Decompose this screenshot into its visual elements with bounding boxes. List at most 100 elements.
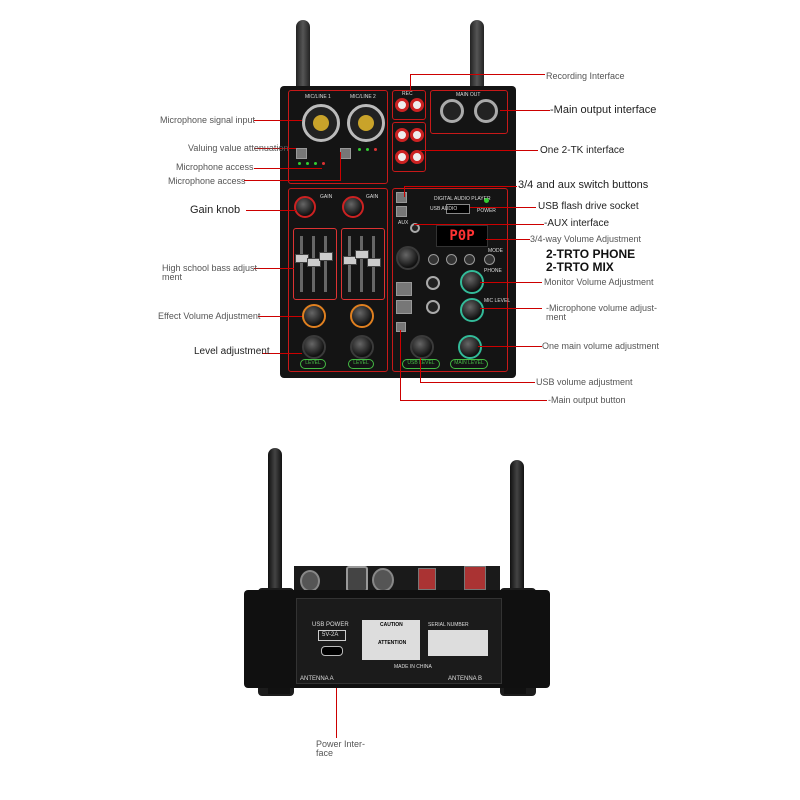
top-jack-1 — [300, 570, 320, 592]
phone-jack-2[interactable] — [426, 300, 440, 314]
tk-rca-3[interactable] — [395, 150, 409, 164]
label-recording-interface: Recording Interface — [546, 71, 625, 81]
line-usb-volume — [420, 358, 535, 383]
line-mic-signal — [254, 120, 302, 121]
level-knob-2[interactable] — [350, 335, 374, 359]
led-2 — [306, 162, 309, 165]
gain-label-1: GAIN — [320, 194, 333, 200]
label-main-output-button: -Main output button — [548, 395, 626, 405]
caution-label-box — [362, 620, 420, 660]
antenna-a-label: ANTENNA A — [300, 676, 334, 682]
rec-panel — [392, 90, 426, 120]
line-usb-flash — [470, 207, 536, 208]
mic-line-1-label: MIC/LINE 1 — [305, 94, 331, 100]
label-main-output-interface: -Main output interface — [550, 104, 657, 116]
prev-button[interactable] — [428, 254, 439, 265]
switch-34-button[interactable] — [396, 192, 407, 203]
volume-34-knob[interactable] — [396, 246, 420, 270]
label-bass-1: High school bass adjust- — [162, 263, 261, 273]
main-out-jack-right[interactable] — [474, 99, 498, 123]
rec-label: REC — [402, 91, 413, 97]
serial-label: SERIAL NUMBER — [428, 622, 469, 628]
usb-power-label: USB POWER — [312, 622, 349, 628]
level-badge-2: LEVEL — [348, 359, 374, 369]
voltage-label: 5V-2A — [322, 632, 339, 638]
play-button[interactable] — [446, 254, 457, 265]
power-led — [484, 198, 489, 203]
led-display: P0P — [436, 225, 488, 247]
mic-on-button[interactable] — [340, 148, 351, 159]
fader-cap-2c[interactable] — [367, 258, 381, 267]
label-mic-signal-input: Microphone signal input — [160, 115, 256, 125]
top-jack-2 — [346, 566, 368, 592]
usb-level-knob[interactable] — [410, 335, 434, 359]
mic-line-2-label: MIC/LINE 2 — [350, 94, 376, 100]
pad-button[interactable] — [296, 148, 307, 159]
mic-level-label: MIC LEVEL — [484, 298, 511, 304]
label-aux-interface: -AUX interface — [544, 218, 610, 229]
tk-rca-4[interactable] — [410, 150, 424, 164]
label-mic-access-1: Microphone access — [176, 162, 254, 172]
level-knob-1[interactable] — [302, 335, 326, 359]
line-valuing — [254, 148, 296, 149]
phone-jack-1[interactable] — [426, 276, 440, 290]
fader-cap-2b[interactable] — [355, 250, 369, 259]
label-power-interface-2: face — [316, 748, 334, 758]
effect-knob-1[interactable] — [302, 304, 326, 328]
mic-volume-knob[interactable] — [460, 298, 484, 322]
fader-1a — [300, 236, 303, 292]
line-bass — [254, 268, 294, 269]
line-recording — [410, 74, 545, 91]
made-in-label: MADE IN CHINA — [394, 664, 432, 670]
effect-knob-2[interactable] — [350, 304, 374, 328]
channel-panel — [288, 188, 388, 372]
line-gain — [246, 210, 296, 211]
line-mic-access-1 — [254, 168, 322, 169]
label-main-volume: One main volume adjustment — [542, 341, 660, 351]
next-button[interactable] — [464, 254, 475, 265]
attention-label: ATTENTION — [378, 640, 407, 646]
usb-slot[interactable] — [446, 204, 470, 214]
gain-knob-2[interactable] — [342, 196, 364, 218]
trto-phone-button[interactable] — [396, 282, 412, 296]
trto-mix-button[interactable] — [396, 300, 412, 314]
main-output-button[interactable] — [396, 322, 406, 332]
label-monitor-volume: Monitor Volume Adjustment — [544, 277, 654, 287]
aux-switch-button[interactable] — [396, 206, 407, 217]
xlr-input-2[interactable] — [347, 104, 385, 142]
gain-label-2: GAIN — [366, 194, 379, 200]
label-trto-mix: 2-TRTO MIX — [546, 260, 614, 274]
mode-button[interactable] — [484, 254, 495, 265]
rec-rca-left[interactable] — [395, 98, 409, 112]
line-main-output — [500, 110, 550, 111]
line-effect — [258, 316, 302, 317]
right-control-panel — [392, 188, 508, 372]
label-gain-knob: Gain knob — [190, 204, 241, 216]
level-badge-1: LEVEL — [300, 359, 326, 369]
tk-rca-1[interactable] — [395, 128, 409, 142]
label-power-interface-1: Power Inter- — [316, 739, 366, 749]
label-level-adjustment: Level adjustment — [194, 346, 270, 357]
main-out-panel — [430, 90, 508, 134]
gain-knob-1[interactable] — [294, 196, 316, 218]
line-volume-34 — [486, 239, 530, 240]
two-tk-panel — [392, 122, 426, 172]
fader-cap-1c[interactable] — [319, 252, 333, 261]
label-usb-flash: USB flash drive socket — [538, 201, 639, 212]
rec-rca-right[interactable] — [410, 98, 424, 112]
usb-c-port[interactable] — [321, 646, 343, 656]
main-out-jack-left[interactable] — [440, 99, 464, 123]
main-level-badge: MAIN LEVEL — [450, 359, 488, 369]
fader-cap-2a[interactable] — [343, 256, 357, 265]
label-usb-volume: USB volume adjustment — [536, 377, 633, 387]
label-mic-access-2: Microphone access — [168, 176, 246, 186]
led-3 — [314, 162, 317, 165]
aux-label: AUX — [398, 220, 409, 226]
usb-audio-label: USB AUDIO — [430, 206, 458, 212]
usb-level-badge: USB LEVEL — [402, 359, 440, 369]
main-level-knob[interactable] — [458, 335, 482, 359]
top-jack-4 — [418, 568, 436, 590]
fader-cap-1b[interactable] — [307, 258, 321, 267]
mic-input-panel — [288, 90, 388, 184]
tk-rca-2[interactable] — [410, 128, 424, 142]
